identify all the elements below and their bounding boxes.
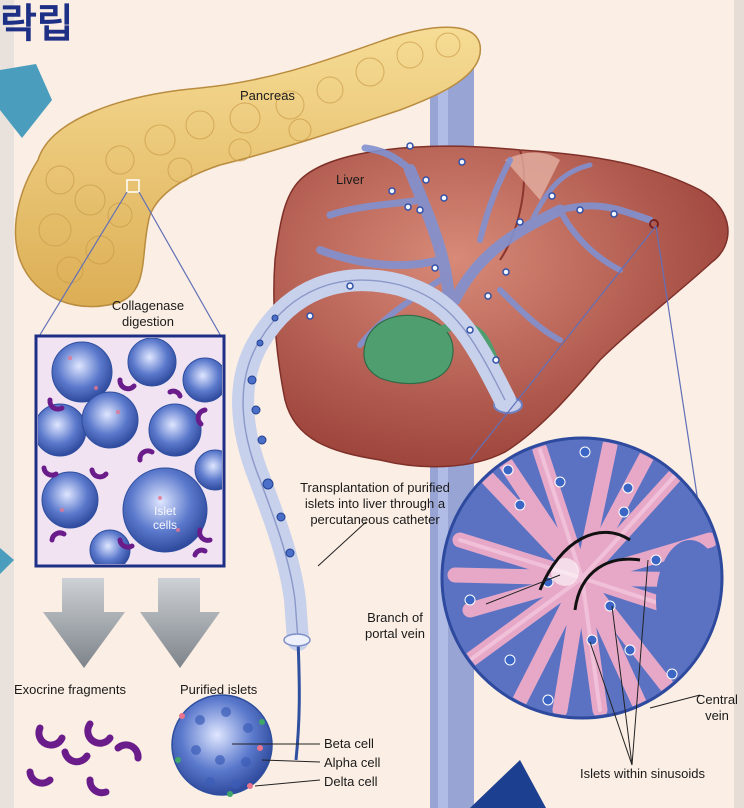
purified-islets-label: Purified islets <box>180 682 257 698</box>
transplant-line2: islets into liver through a <box>290 496 460 512</box>
pancreas-label: Pancreas <box>240 88 295 104</box>
delta-cell-label: Delta cell <box>324 774 377 790</box>
exocrine-fragments <box>30 724 138 793</box>
central-line2: vein <box>690 708 744 724</box>
collagenase-line1: Collagenase <box>98 298 198 314</box>
arrow-to-purified <box>140 578 220 668</box>
branch-portal-vein-label: Branch of portal vein <box>350 610 440 642</box>
liver <box>274 146 728 466</box>
central-vein-label: Central vein <box>690 692 744 724</box>
collagenase-line2: digestion <box>98 314 198 330</box>
transplant-line1: Transplantation of purified <box>290 480 460 496</box>
heading-fragment: 락립 <box>0 0 74 48</box>
islet-line1: Islet <box>140 504 190 518</box>
alpha-cell-label: Alpha cell <box>324 755 380 771</box>
islets-within-sinusoids-label: Islets within sinusoids <box>580 766 705 782</box>
beta-cell-label: Beta cell <box>324 736 374 752</box>
transplant-line3: percutaneous catheter <box>290 512 460 528</box>
transplantation-label: Transplantation of purified islets into … <box>290 480 460 528</box>
collagenase-label: Collagenase digestion <box>98 298 198 330</box>
gallbladder <box>364 315 453 383</box>
central-line1: Central <box>690 692 744 708</box>
branch-line2: portal vein <box>350 626 440 642</box>
islet-cells-label: Islet cells <box>140 504 190 532</box>
arrow-to-exocrine <box>43 578 125 668</box>
exocrine-fragments-label: Exocrine fragments <box>14 682 126 698</box>
right-frame-strip <box>734 0 744 808</box>
liver-label: Liver <box>336 172 364 188</box>
islet-line2: cells <box>140 518 190 532</box>
branch-line1: Branch of <box>350 610 440 626</box>
blue-triangle-pointer <box>470 760 546 808</box>
